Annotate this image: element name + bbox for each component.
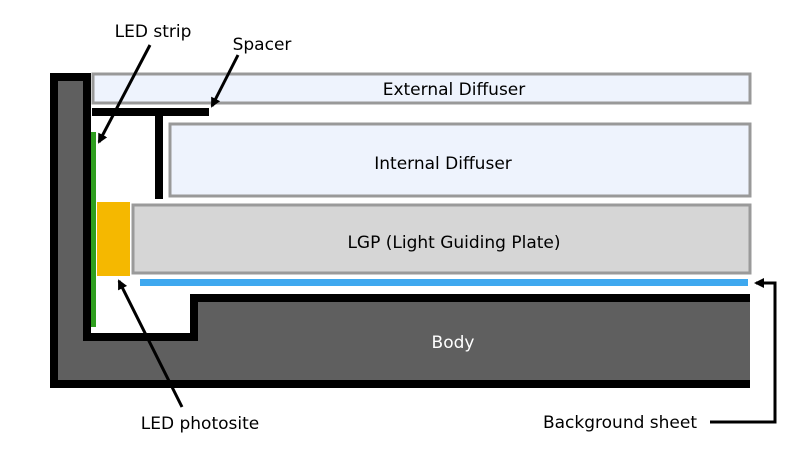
- led-strip: [91, 132, 96, 327]
- lgp-plate: [131, 203, 752, 275]
- led-photosite-label: LED photosite: [141, 414, 259, 434]
- background-sheet: [140, 279, 748, 286]
- spacer-label: Spacer: [233, 35, 292, 55]
- internal-diffuser-label: Internal Diffuser: [374, 154, 512, 174]
- led-photosite: [97, 202, 130, 276]
- spacer-horizontal: [92, 108, 209, 116]
- external-diffuser-label: External Diffuser: [383, 80, 526, 100]
- led-photosite-arrow: [117, 279, 184, 408]
- background-sheet-arrow: [710, 278, 777, 424]
- body-housing: [50, 73, 750, 388]
- led-strip-label: LED strip: [115, 22, 192, 42]
- led-strip-arrow: [97, 44, 152, 144]
- body-label: Body: [432, 333, 475, 353]
- spacer-vertical: [155, 116, 163, 199]
- internal-diffuser: [168, 122, 752, 198]
- body-outline: [50, 73, 750, 388]
- lgp-label: LGP (Light Guiding Plate): [347, 233, 560, 253]
- external-diffuser: [91, 72, 752, 105]
- spacer-arrow: [210, 54, 240, 108]
- background-sheet-label: Background sheet: [543, 413, 697, 433]
